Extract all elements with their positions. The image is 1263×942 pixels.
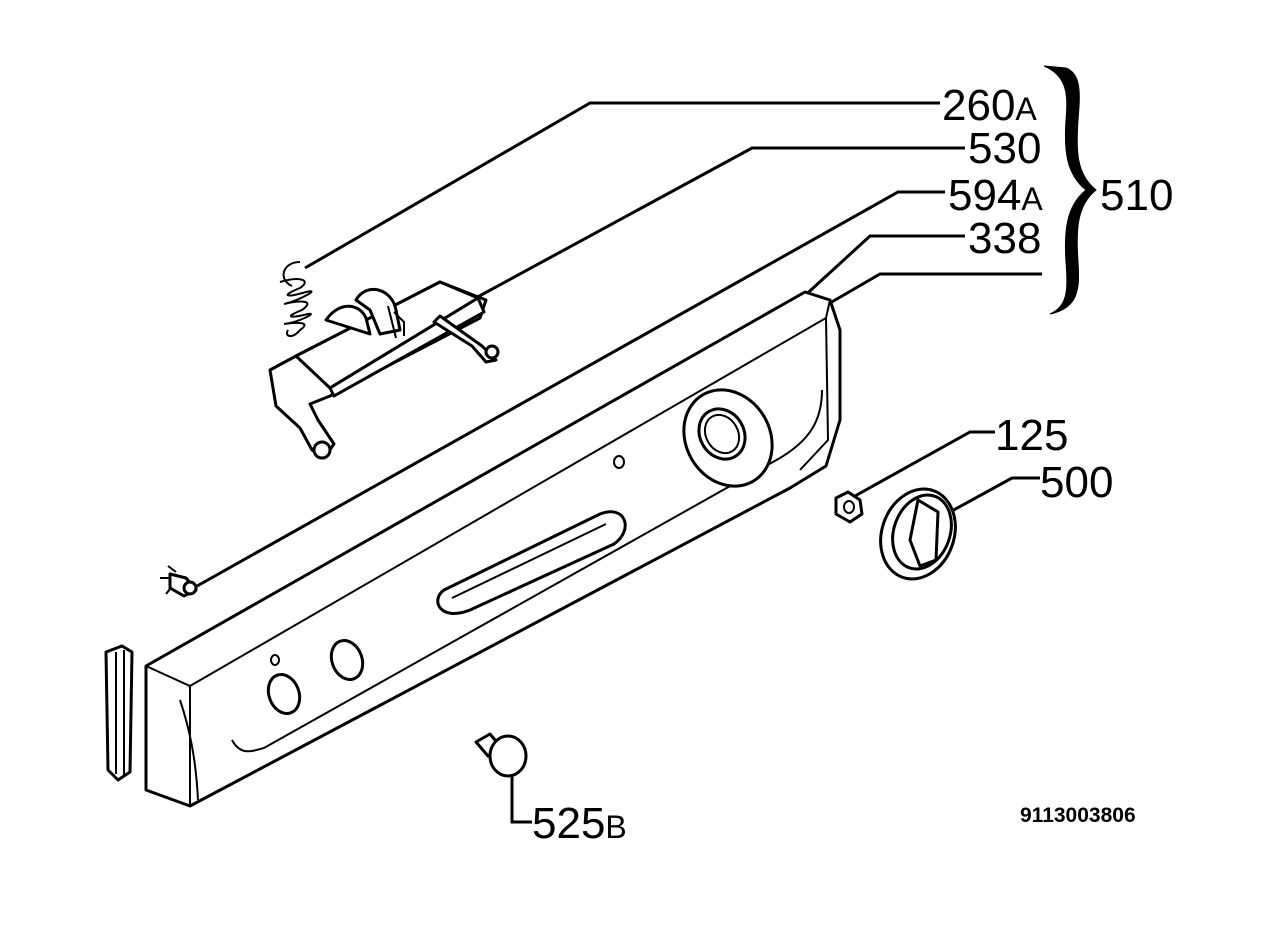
callout-338: 338 [968, 214, 1041, 263]
leader-125 [854, 430, 995, 498]
callout-260A: 260A [942, 81, 1037, 130]
leader-260A [304, 101, 940, 270]
pin-part [160, 565, 198, 598]
callout-510: 510 [1100, 171, 1173, 220]
leader-lines [189, 101, 1042, 824]
callout-525B: 525B [532, 799, 627, 848]
callout-500: 500 [1040, 458, 1113, 507]
leader-510-panel [829, 272, 1042, 305]
leader-338 [798, 234, 965, 302]
spring-part [279, 261, 313, 337]
end-cap-part [104, 644, 134, 782]
callout-125: 125 [995, 411, 1068, 460]
callout-594A: 594A [948, 171, 1043, 220]
control-panel-part [144, 290, 842, 808]
document-number: 9113003806 [1020, 804, 1136, 827]
leader-525B [510, 770, 532, 824]
group-brace [1043, 65, 1097, 315]
button-part [474, 732, 528, 778]
handle-part [268, 280, 500, 460]
callout-530: 530 [968, 124, 1041, 173]
leader-530 [471, 146, 965, 302]
callout-labels: 260A 530 594A 338 510 125 500 525B 91130… [532, 81, 1173, 848]
leader-594A [189, 190, 945, 592]
nut-part [834, 490, 864, 524]
leader-500 [949, 476, 1040, 514]
knob-part [879, 487, 957, 581]
